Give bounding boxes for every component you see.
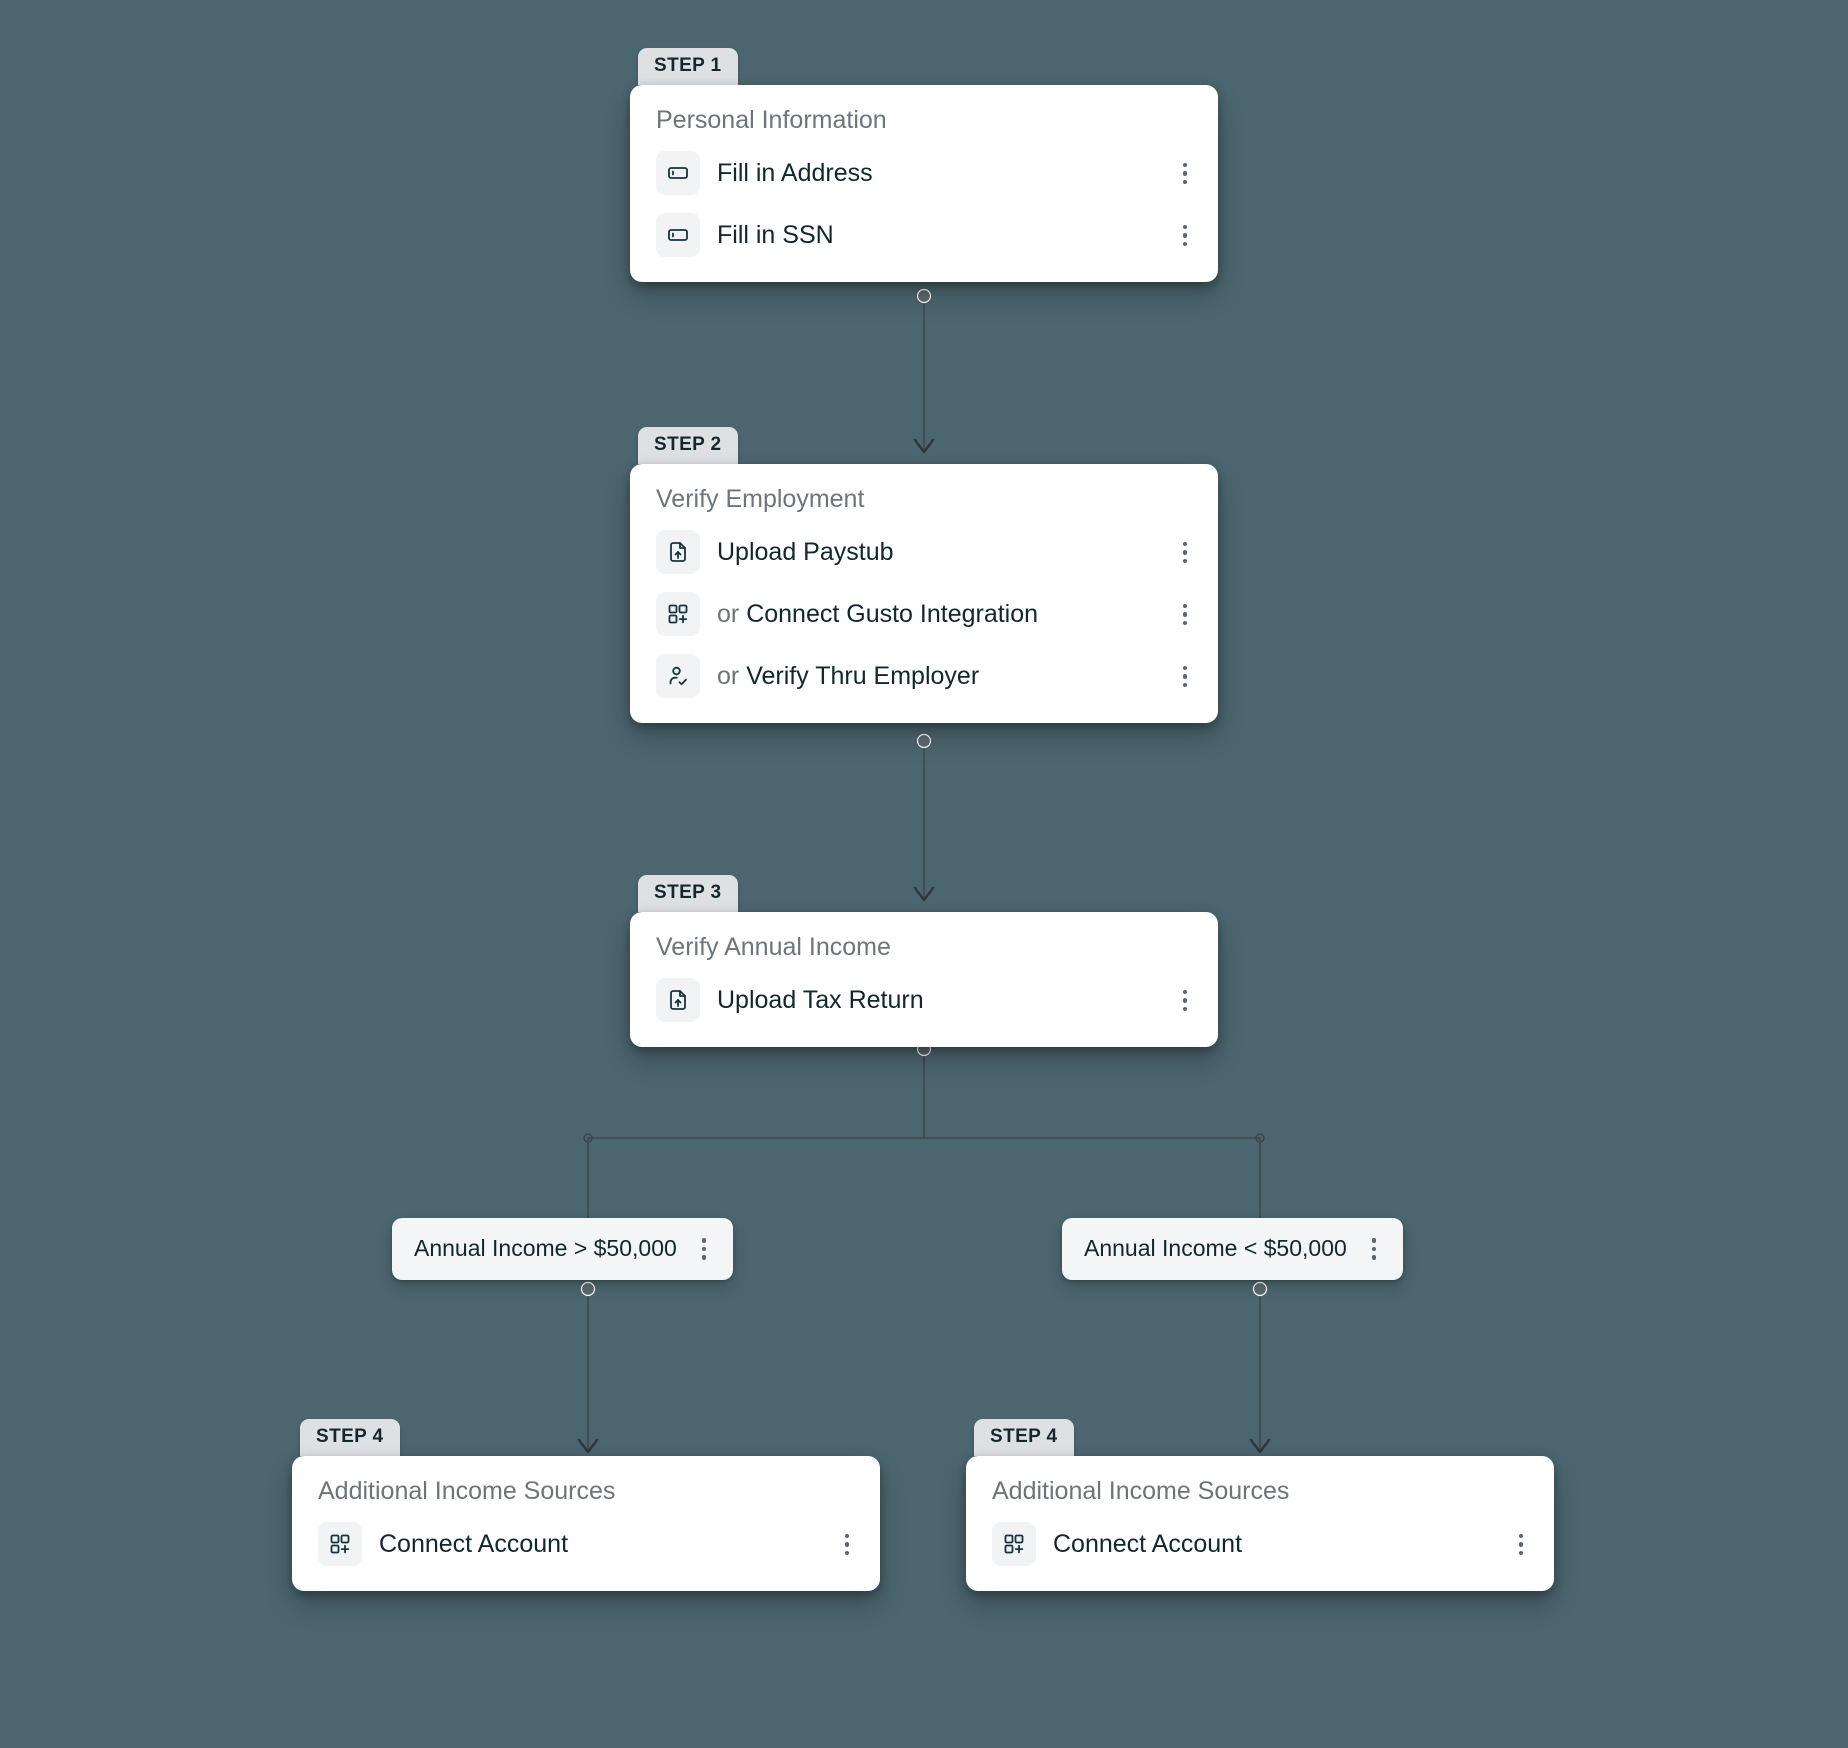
task-row[interactable]: Fill in SSN [630, 204, 1218, 266]
anchor-cond-low-out [1252, 1281, 1268, 1297]
task-label: or Connect Gusto Integration [717, 599, 1155, 629]
step-badge: STEP 3 [638, 875, 738, 912]
task-row[interactable]: Connect Account [292, 1513, 880, 1575]
task-label: Upload Paystub [717, 538, 894, 567]
file-upload-icon [656, 530, 700, 575]
form-field-icon [656, 151, 700, 196]
grid-plus-icon [656, 592, 700, 637]
step-badge: STEP 1 [638, 48, 738, 85]
kebab-menu-icon[interactable] [1172, 983, 1198, 1017]
node-step-4-right[interactable]: STEP 4 Additional Income Sources Connect… [966, 1419, 1554, 1592]
file-upload-icon [656, 978, 700, 1023]
step-card[interactable]: Verify Annual Income Upload Tax Return [630, 912, 1218, 1048]
kebab-menu-icon[interactable] [1172, 659, 1198, 693]
user-check-icon [656, 654, 700, 699]
node-step-4-left[interactable]: STEP 4 Additional Income Sources Connect… [292, 1419, 880, 1592]
or-prefix: or [717, 662, 747, 691]
condition-chip-low-income[interactable]: Annual Income < $50,000 [1062, 1218, 1403, 1280]
task-label: Connect Account [379, 1530, 569, 1559]
task-row[interactable]: Connect Account [966, 1513, 1554, 1575]
task-row[interactable]: or Connect Gusto Integration [630, 583, 1218, 645]
kebab-menu-icon[interactable] [1172, 218, 1198, 252]
step-card[interactable]: Additional Income Sources Connect Accoun… [966, 1456, 1554, 1592]
or-prefix: or [717, 600, 747, 629]
form-field-icon [656, 213, 700, 258]
kebab-menu-icon[interactable] [1508, 1527, 1534, 1561]
task-label: Upload Tax Return [717, 986, 924, 1015]
anchor-step2-out [916, 733, 932, 749]
kebab-menu-icon[interactable] [1172, 535, 1198, 569]
condition-chip-high-income[interactable]: Annual Income > $50,000 [392, 1218, 733, 1280]
task-label: Fill in SSN [717, 221, 834, 250]
node-step-3[interactable]: STEP 3 Verify Annual Income Upload Tax R… [630, 875, 1218, 1048]
step-badge: STEP 2 [638, 427, 738, 464]
card-title: Additional Income Sources [992, 1477, 1290, 1505]
card-title: Additional Income Sources [318, 1477, 616, 1505]
task-label-text: Connect Gusto Integration [746, 600, 1039, 629]
task-label: or Verify Thru Employer [717, 661, 1155, 691]
node-step-2[interactable]: STEP 2 Verify Employment Upload Paystub [630, 427, 1218, 724]
task-row[interactable]: Fill in Address [630, 142, 1218, 204]
condition-label: Annual Income > $50,000 [414, 1235, 677, 1262]
grid-plus-icon [318, 1522, 362, 1567]
kebab-menu-icon[interactable] [691, 1232, 717, 1266]
grid-plus-icon [992, 1522, 1036, 1567]
step-card[interactable]: Personal Information Fill in Address Fil… [630, 85, 1218, 283]
step-badge: STEP 4 [974, 1419, 1074, 1456]
joint-right [1255, 1133, 1265, 1143]
step-card[interactable]: Additional Income Sources Connect Accoun… [292, 1456, 880, 1592]
task-label: Connect Account [1053, 1530, 1243, 1559]
joint-left [583, 1133, 593, 1143]
card-title: Verify Annual Income [656, 933, 891, 961]
node-step-1[interactable]: STEP 1 Personal Information Fill in Addr… [630, 48, 1218, 283]
task-row[interactable]: Upload Tax Return [630, 969, 1218, 1031]
kebab-menu-icon[interactable] [1361, 1232, 1387, 1266]
task-row[interactable]: or Verify Thru Employer [630, 645, 1218, 707]
task-label: Fill in Address [717, 159, 873, 188]
card-title: Personal Information [656, 106, 887, 134]
kebab-menu-icon[interactable] [1172, 597, 1198, 631]
step-card[interactable]: Verify Employment Upload Paystub [630, 464, 1218, 724]
card-title: Verify Employment [656, 485, 865, 513]
kebab-menu-icon[interactable] [834, 1527, 860, 1561]
kebab-menu-icon[interactable] [1172, 156, 1198, 190]
anchor-cond-high-out [580, 1281, 596, 1297]
condition-label: Annual Income < $50,000 [1084, 1235, 1347, 1262]
task-row[interactable]: Upload Paystub [630, 521, 1218, 583]
task-label-text: Verify Thru Employer [746, 662, 980, 691]
anchor-step1-out [916, 288, 932, 304]
step-badge: STEP 4 [300, 1419, 400, 1456]
